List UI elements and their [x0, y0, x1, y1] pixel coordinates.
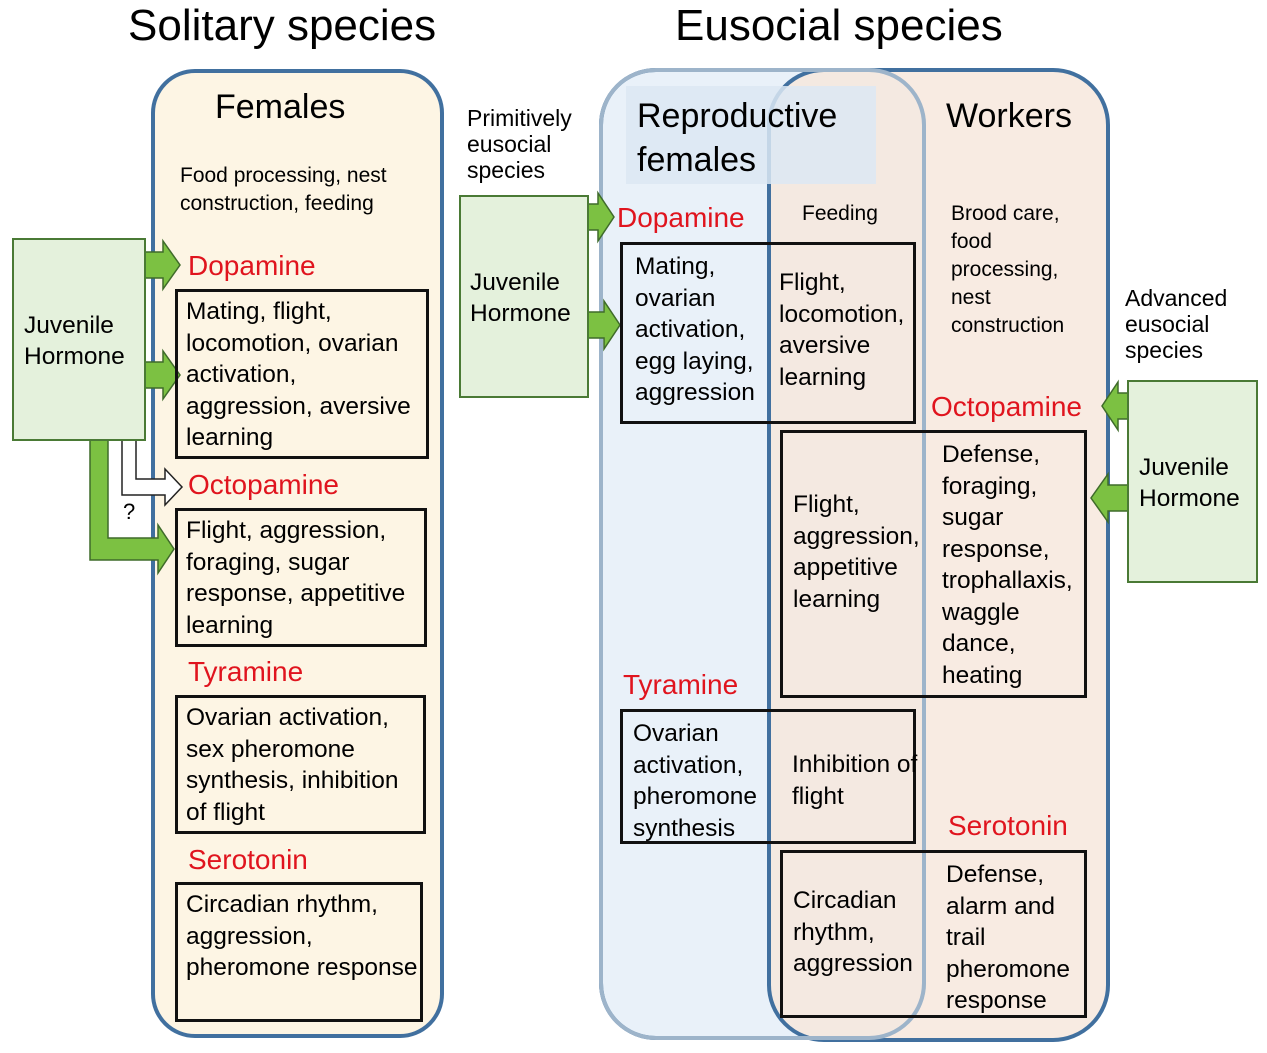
- solitary-juvenile-hormone-box: Juvenile Hormone: [12, 238, 146, 441]
- arrow-adv-jh-to-box: [1090, 471, 1129, 525]
- solitary-serotonin-box: Circadian rhythm, aggression, pheromone …: [175, 882, 423, 1022]
- reproductive-panel-outline: [599, 68, 926, 1040]
- primitively-eusocial-label: Primitively eusocial species: [467, 105, 572, 183]
- advanced-jh-label: Juvenile Hormone: [1139, 454, 1240, 512]
- primitive-jh-label: Juvenile Hormone: [470, 269, 571, 327]
- arrow-adv-jh-to-octopamine: [1101, 379, 1129, 433]
- reproductive-title-highlight: [626, 86, 876, 184]
- arrow-jh-to-dopamine-1: [144, 238, 181, 292]
- primitive-juvenile-hormone-box: Juvenile Hormone: [459, 195, 589, 398]
- solitary-octopamine-text: Flight, aggression, foraging, sugar resp…: [186, 517, 406, 639]
- solitary-dopamine-text: Mating, flight, locomotion, ovarian acti…: [186, 298, 411, 451]
- eusocial-serotonin-box: Circadian rhythm, aggression Defense, al…: [780, 850, 1087, 1018]
- reproductive-females-title: Reproductive females: [637, 97, 838, 179]
- eusocial-tyramine-shared-text: Inhibition of flight: [792, 751, 918, 810]
- solitary-dopamine-label: Dopamine: [188, 250, 316, 281]
- solitary-octopamine-label: Octopamine: [188, 469, 339, 500]
- solitary-jh-label: Juvenile Hormone: [24, 312, 125, 370]
- arrow-prim-jh-to-dopamine: [587, 190, 615, 244]
- solitary-tyramine-text: Ovarian activation, sex pheromone synthe…: [186, 704, 399, 826]
- workers-title: Workers: [946, 97, 1072, 135]
- feeding-note: Feeding: [802, 202, 878, 225]
- solitary-octopamine-box: Flight, aggression, foraging, sugar resp…: [175, 508, 427, 647]
- eusocial-title: Eusocial species: [675, 1, 1003, 50]
- solitary-title: Solitary species: [128, 1, 437, 50]
- eusocial-dopamine-shared-text: Flight, locomotion, aversive learning: [779, 269, 905, 391]
- eusocial-octopamine-box: Flight, aggression, appetitive learning …: [780, 430, 1087, 698]
- solitary-tyramine-label: Tyramine: [188, 656, 304, 687]
- eusocial-dopamine-box: Mating, ovarian activation, egg laying, …: [620, 242, 916, 424]
- solitary-serotonin-label: Serotonin: [188, 844, 308, 875]
- arrow-prim-jh-to-box: [587, 298, 621, 352]
- eusocial-tyramine-reproductive-text: Ovarian activation, pheromone synthesis: [633, 720, 757, 842]
- uncertain-link-marker: ?: [123, 499, 136, 524]
- eusocial-serotonin-shared-text: Circadian rhythm, aggression: [793, 887, 913, 977]
- eusocial-serotonin-label: Serotonin: [948, 810, 1068, 841]
- solitary-serotonin-text: Circadian rhythm, aggression, pheromone …: [186, 891, 418, 981]
- eusocial-octopamine-label: Octopamine: [931, 391, 1082, 422]
- solitary-dopamine-box: Mating, flight, locomotion, ovarian acti…: [175, 289, 429, 459]
- eusocial-serotonin-workers-text: Defense, alarm and trail pheromone respo…: [946, 861, 1070, 1014]
- females-note: Food processing, nest construction, feed…: [180, 164, 387, 215]
- advanced-eusocial-label: Advanced eusocial species: [1125, 285, 1228, 363]
- workers-panel: [767, 68, 1110, 1042]
- eusocial-octopamine-workers-text: Defense, foraging, sugar response, troph…: [942, 441, 1073, 689]
- eusocial-tyramine-label: Tyramine: [623, 669, 739, 700]
- eusocial-dopamine-label: Dopamine: [617, 202, 745, 233]
- workers-note: Brood care, food processing, nest constr…: [951, 202, 1065, 337]
- eusocial-octopamine-shared-text: Flight, aggression, appetitive learning: [793, 491, 920, 613]
- arrow-jh-to-octopamine-green: [89, 439, 175, 576]
- females-title: Females: [215, 88, 346, 126]
- eusocial-dopamine-reproductive-text: Mating, ovarian activation, egg laying, …: [635, 253, 755, 406]
- arrow-jh-to-dopamine-2: [144, 348, 181, 402]
- solitary-tyramine-box: Ovarian activation, sex pheromone synthe…: [175, 695, 426, 834]
- advanced-juvenile-hormone-box: Juvenile Hormone: [1127, 380, 1258, 583]
- eusocial-tyramine-box: Ovarian activation, pheromone synthesis …: [620, 709, 917, 844]
- arrow-jh-to-octopamine-white: [121, 439, 184, 507]
